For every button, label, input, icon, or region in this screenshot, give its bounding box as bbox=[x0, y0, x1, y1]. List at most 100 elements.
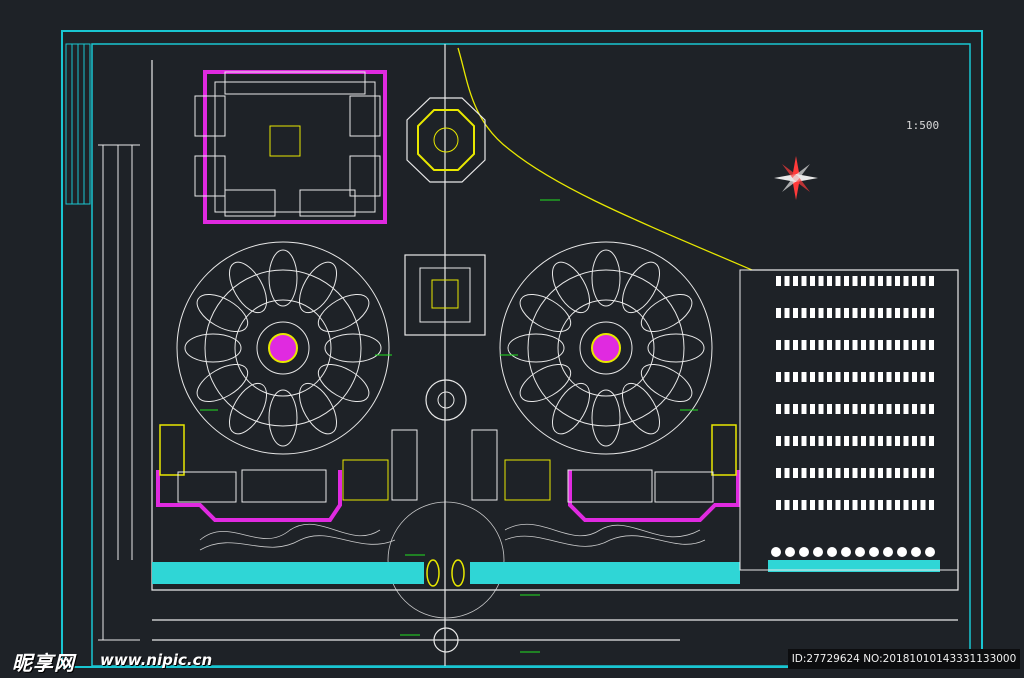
entrance-circle bbox=[433, 627, 459, 653]
parking-stall bbox=[878, 372, 883, 382]
north-arrow bbox=[774, 156, 818, 200]
watermark-logo: 昵享网 bbox=[12, 651, 75, 675]
parking-stall bbox=[827, 436, 832, 446]
parking-stall bbox=[912, 340, 917, 350]
parking-stall bbox=[895, 308, 900, 318]
parking-stall bbox=[776, 276, 781, 286]
parking-stall bbox=[818, 436, 824, 446]
parking-stall bbox=[886, 372, 892, 382]
parking-stall bbox=[886, 340, 892, 350]
parking-stall bbox=[793, 468, 798, 478]
parking-stall bbox=[810, 404, 815, 414]
parking-stall bbox=[861, 276, 866, 286]
watermark-id: ID:27729624 NO:20181010143331133000 bbox=[788, 649, 1020, 669]
parking-stall bbox=[929, 340, 934, 350]
parking-stall bbox=[920, 308, 926, 318]
parking-stall bbox=[929, 276, 934, 286]
parking-stall bbox=[869, 500, 875, 510]
parking-stall bbox=[818, 500, 824, 510]
parking-stall bbox=[912, 372, 917, 382]
parking-stall bbox=[810, 340, 815, 350]
parking-stall bbox=[801, 372, 807, 382]
parking-stall bbox=[878, 436, 883, 446]
parking-stall bbox=[827, 340, 832, 350]
parking-stall bbox=[869, 340, 875, 350]
parking-stall bbox=[920, 340, 926, 350]
parking-stall bbox=[929, 468, 934, 478]
parking-stall bbox=[810, 308, 815, 318]
parking-stall bbox=[776, 404, 781, 414]
parking-stall bbox=[844, 436, 849, 446]
parking-stall bbox=[895, 436, 900, 446]
parking-stall bbox=[844, 500, 849, 510]
parking-stall bbox=[861, 500, 866, 510]
parking-stall bbox=[903, 468, 909, 478]
parking-stall bbox=[801, 308, 807, 318]
parking-stall bbox=[827, 308, 832, 318]
parking-stall bbox=[784, 276, 790, 286]
landscape-band bbox=[199, 501, 706, 619]
parking-stall bbox=[920, 372, 926, 382]
parking-stall bbox=[929, 372, 934, 382]
parking-stall bbox=[895, 340, 900, 350]
water-channel-left bbox=[152, 562, 424, 584]
parking-stall bbox=[912, 276, 917, 286]
octagon-pavilion bbox=[406, 97, 486, 183]
parking-lot bbox=[739, 269, 959, 571]
left-dimension-chain bbox=[98, 144, 140, 641]
parking-stall bbox=[776, 340, 781, 350]
parking-stall bbox=[912, 404, 917, 414]
parking-stall bbox=[878, 404, 883, 414]
parking-stall bbox=[920, 500, 926, 510]
parking-stall bbox=[810, 372, 815, 382]
road-edge bbox=[457, 47, 753, 271]
parking-stall bbox=[818, 340, 824, 350]
parking-stall bbox=[852, 276, 858, 286]
parking-stall bbox=[869, 468, 875, 478]
parking-stall bbox=[827, 276, 832, 286]
parking-stall bbox=[818, 308, 824, 318]
parking-stall bbox=[827, 404, 832, 414]
parking-stall bbox=[784, 468, 790, 478]
parking-tree-row bbox=[771, 547, 935, 557]
fountain-ovals bbox=[426, 559, 465, 587]
parking-stall bbox=[929, 500, 934, 510]
parking-stall bbox=[886, 404, 892, 414]
parking-stall bbox=[912, 500, 917, 510]
parking-stall bbox=[869, 372, 875, 382]
parking-stall bbox=[886, 308, 892, 318]
parking-stall bbox=[844, 308, 849, 318]
bottom-left-building bbox=[156, 424, 418, 522]
top-left-building bbox=[194, 70, 387, 224]
parking-stall bbox=[784, 500, 790, 510]
parking-stall bbox=[801, 404, 807, 414]
parking-stall bbox=[844, 404, 849, 414]
parking-stall bbox=[784, 436, 790, 446]
parking-stall bbox=[920, 468, 926, 478]
parking-stall bbox=[895, 372, 900, 382]
parking-stall bbox=[895, 468, 900, 478]
parking-stall bbox=[920, 404, 926, 414]
bottom-right-building bbox=[471, 424, 740, 522]
parking-stall bbox=[776, 372, 781, 382]
parking-stall bbox=[861, 308, 866, 318]
parking-stall bbox=[835, 340, 841, 350]
parking-stall bbox=[793, 500, 798, 510]
parking-stall bbox=[801, 340, 807, 350]
parking-stall bbox=[861, 436, 866, 446]
parking-stall bbox=[801, 500, 807, 510]
parking-stall bbox=[920, 276, 926, 286]
parking-stall bbox=[886, 436, 892, 446]
watermark-url: www.nipic.cn bbox=[100, 651, 213, 669]
parking-stall bbox=[835, 276, 841, 286]
parking-stall bbox=[912, 468, 917, 478]
parking-stall bbox=[903, 276, 909, 286]
left-mandala-plaza bbox=[176, 241, 390, 455]
parking-stall bbox=[903, 500, 909, 510]
parking-stall bbox=[793, 372, 798, 382]
water-channel-east bbox=[768, 560, 940, 572]
title-strip bbox=[65, 43, 91, 205]
parking-stall bbox=[852, 308, 858, 318]
inner-frame bbox=[91, 43, 971, 667]
